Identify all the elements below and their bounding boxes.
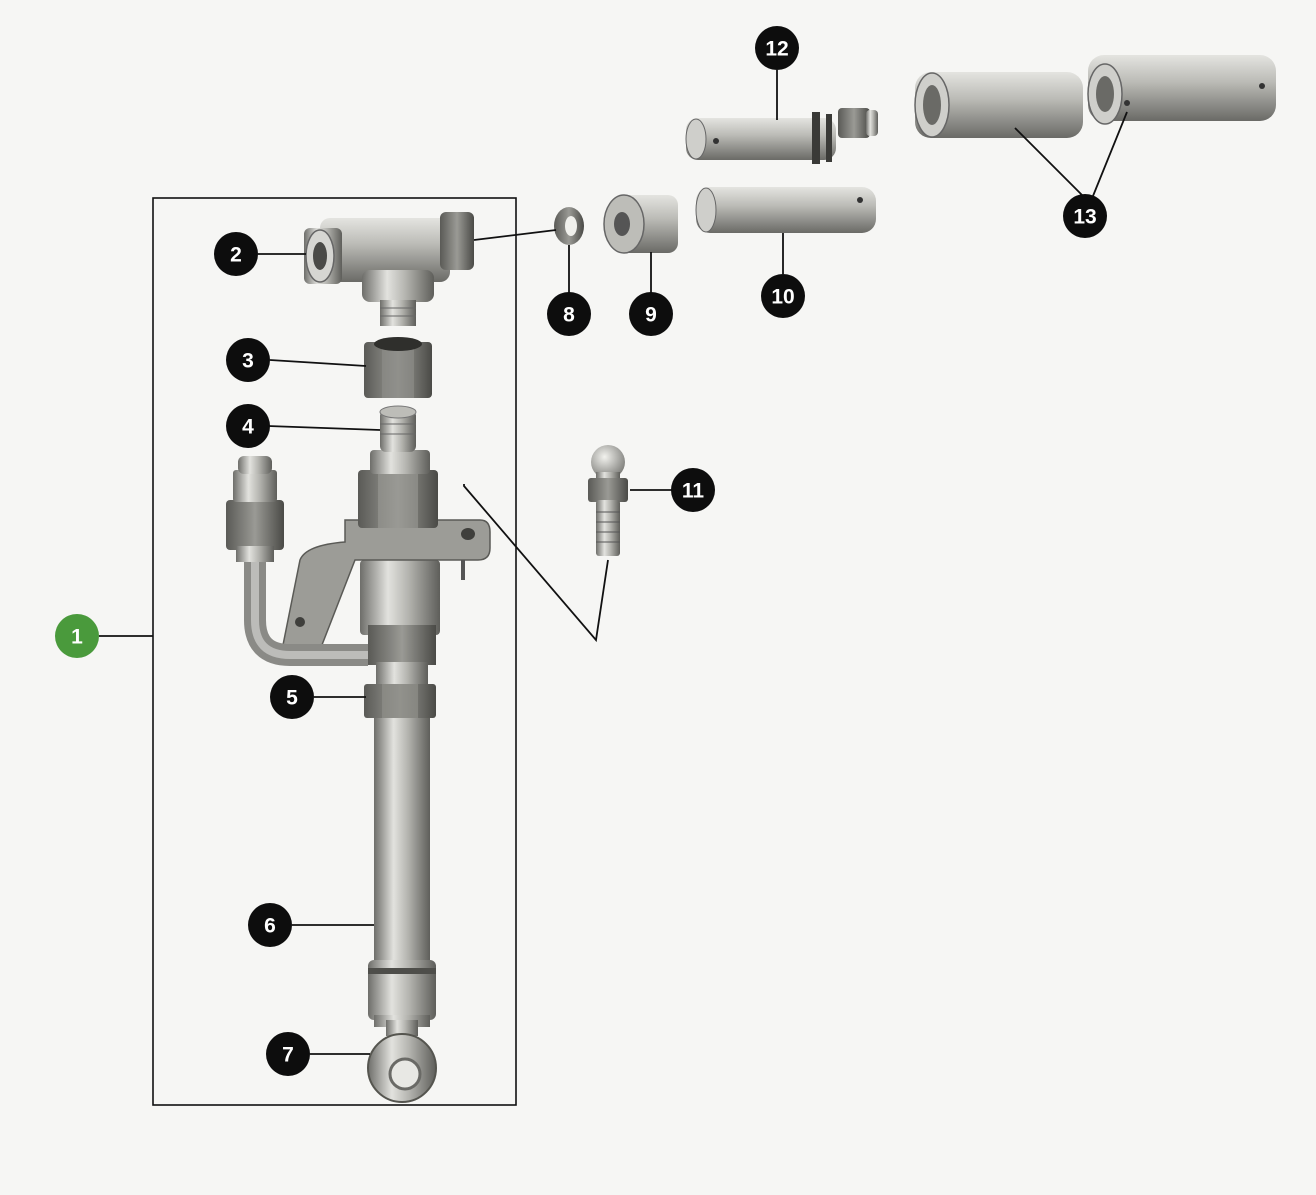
part-13-sleeves <box>914 55 1276 138</box>
callout-5[interactable]: 5 <box>270 675 314 719</box>
callout-12-label: 12 <box>765 38 788 61</box>
leader-lines <box>99 70 1128 1055</box>
part-3-nut <box>364 337 432 398</box>
part-10-pin <box>695 187 876 233</box>
callout-10-label: 10 <box>771 286 794 309</box>
callout-1[interactable]: 1 <box>55 614 99 658</box>
callout-7-label: 7 <box>282 1044 294 1067</box>
callout-2-label: 2 <box>230 244 242 267</box>
callout-7[interactable]: 7 <box>266 1032 310 1076</box>
callout-9-label: 9 <box>645 304 657 327</box>
callout-4[interactable]: 4 <box>226 404 270 448</box>
part-11-grease-nipple <box>588 445 628 556</box>
part-12-grooved-pin <box>685 108 878 164</box>
callout-8[interactable]: 8 <box>547 292 591 336</box>
callout-4-label: 4 <box>242 416 254 439</box>
callout-12[interactable]: 12 <box>755 26 799 70</box>
callout-13[interactable]: 13 <box>1063 194 1107 238</box>
callout-2[interactable]: 2 <box>214 232 258 276</box>
callout-1-label: 1 <box>71 626 83 649</box>
part-9-flare-nut <box>603 194 678 254</box>
callout-13-label: 13 <box>1073 206 1096 229</box>
part-2-tee-fitting <box>304 212 474 326</box>
callout-10[interactable]: 10 <box>761 274 805 318</box>
injector-body <box>360 560 440 1036</box>
part-7-banjo-eye <box>367 1033 437 1103</box>
assembly-frame <box>152 197 517 1106</box>
callout-11[interactable]: 11 <box>671 468 715 512</box>
return-line-fitting <box>226 456 368 666</box>
callout-6[interactable]: 6 <box>248 903 292 947</box>
callout-11-label: 11 <box>682 480 705 503</box>
callout-9[interactable]: 9 <box>629 292 673 336</box>
part-8-washer <box>554 207 584 245</box>
callout-3[interactable]: 3 <box>226 338 270 382</box>
part-4-stem <box>358 405 438 528</box>
callout-3-label: 3 <box>242 350 254 373</box>
mounting-bracket <box>281 519 491 661</box>
callout-5-label: 5 <box>286 687 298 710</box>
callout-8-label: 8 <box>563 304 575 327</box>
callout-6-label: 6 <box>264 915 276 938</box>
